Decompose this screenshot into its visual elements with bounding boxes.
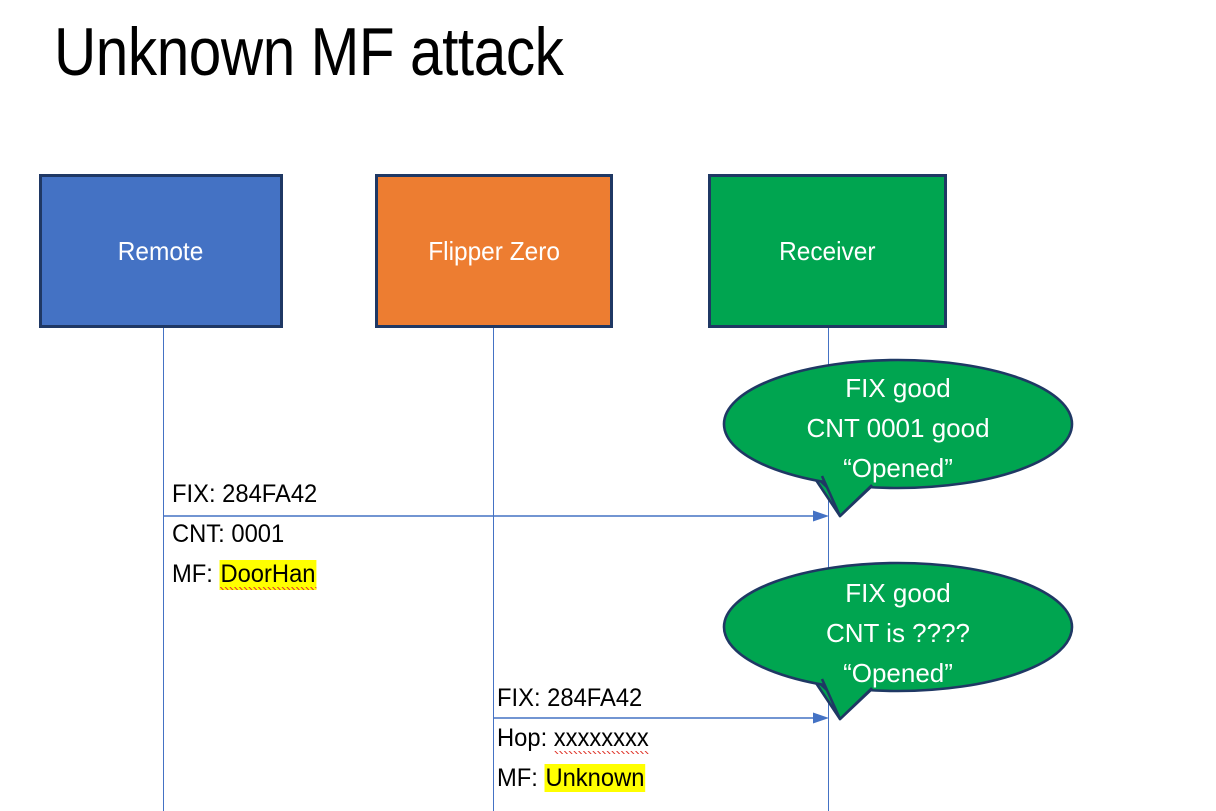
message-line-fix: FIX: 284FA42: [172, 474, 317, 514]
message-arrow-flipper-to-receiver: [493, 712, 829, 724]
message-line-mf-value: DoorHan: [219, 560, 317, 590]
message2-line-hop-value: xxxxxxxx: [553, 724, 649, 754]
message2-line-mf-value: Unknown: [544, 764, 646, 792]
lifeline-flipper: [493, 328, 494, 811]
actor-box-remote[interactable]: Remote: [39, 174, 283, 328]
message-line-mf-label: MF:: [172, 560, 220, 588]
message-arrow-remote-to-receiver: [163, 510, 829, 522]
actor-box-receiver[interactable]: Receiver: [708, 174, 947, 328]
message-label-2: FIX: 284FA42 Hop: xxxxxxxx MF: Unknown: [497, 678, 649, 798]
message-line-cnt: CNT: 0001: [172, 514, 317, 554]
message2-line-hop-label: Hop:: [497, 724, 554, 752]
callout-bubble-2[interactable]: FIX good CNT is ???? “Opened”: [722, 561, 1074, 726]
page-title: Unknown MF attack: [54, 14, 564, 90]
message-line-fix-label: FIX:: [172, 480, 223, 508]
message-line-cnt-value: 0001: [231, 520, 285, 548]
callout-bubble-1[interactable]: FIX good CNT 0001 good “Opened”: [722, 358, 1074, 523]
lifeline-remote: [163, 328, 164, 811]
message2-line-mf-label: MF:: [497, 764, 545, 792]
actor-label-receiver: Receiver: [779, 235, 876, 266]
message-label-1: FIX: 284FA42 CNT: 0001 MF: DoorHan: [172, 474, 317, 594]
message2-line-fix-value: 284FA42: [547, 684, 643, 712]
actor-box-flipper[interactable]: Flipper Zero: [375, 174, 613, 328]
message-line-fix-value: 284FA42: [222, 480, 318, 508]
message2-line-fix-label: FIX:: [497, 684, 548, 712]
message-line-mf: MF: DoorHan: [172, 554, 317, 594]
actor-label-remote: Remote: [118, 235, 204, 266]
message2-line-fix: FIX: 284FA42: [497, 678, 649, 718]
message2-line-mf: MF: Unknown: [497, 758, 649, 798]
message2-line-hop: Hop: xxxxxxxx: [497, 718, 649, 758]
message-line-cnt-label: CNT:: [172, 520, 232, 548]
actor-label-flipper: Flipper Zero: [428, 235, 560, 266]
